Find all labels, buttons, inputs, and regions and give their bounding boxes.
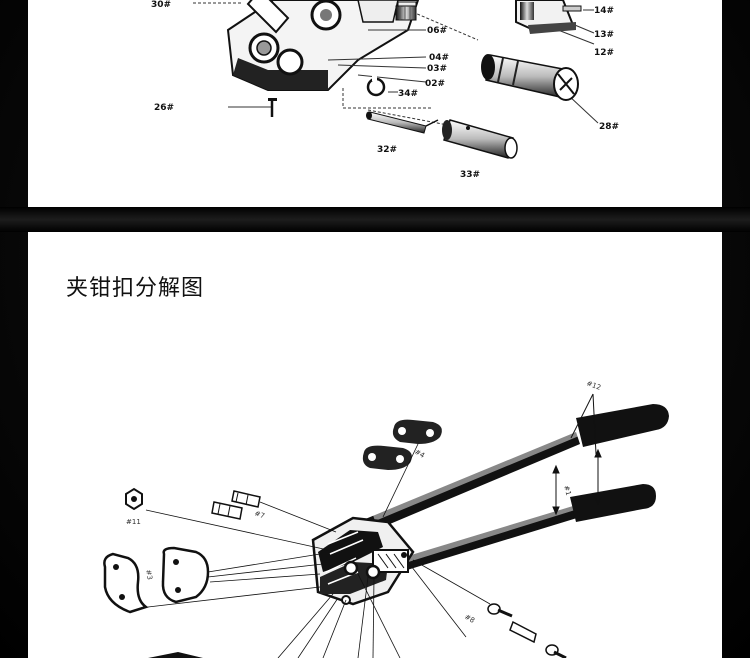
screws-8 (487, 603, 567, 658)
label-28: 28# (599, 122, 619, 132)
exploded-diagram-bottom: 夹钳扣分解图 (28, 232, 722, 658)
pins-7 (211, 490, 261, 520)
label-06: 06# (427, 26, 447, 36)
dimension-arrows (552, 393, 602, 516)
label-34: 34# (398, 89, 418, 99)
sleeve-33 (442, 119, 518, 159)
label-30: 30# (151, 0, 171, 10)
label-03: 03# (427, 64, 447, 74)
spring-06 (395, 5, 417, 21)
exploded-diagram-top: 30# 06# 04# 03# 02# 34# 26# 32# 33# 14# … (28, 0, 722, 207)
crimper-head (311, 516, 415, 606)
nut-11 (125, 487, 143, 511)
link-plates (362, 419, 442, 470)
partial-part (148, 652, 203, 658)
panel-divider (0, 207, 750, 232)
pin-32 (366, 111, 439, 134)
label-12: 12# (594, 48, 614, 58)
label-3: #3 (144, 569, 154, 581)
handle-lower (388, 484, 656, 574)
label-4: #4 (413, 448, 426, 460)
label-12: #12 (585, 379, 602, 392)
screw-26 (268, 98, 277, 117)
handle-upper (358, 404, 669, 534)
label-32: 32# (377, 145, 397, 155)
label-7: #7 (253, 509, 265, 520)
label-02: 02# (425, 79, 445, 89)
label-11: #11 (126, 518, 141, 526)
section-title: 夹钳扣分解图 (66, 276, 205, 301)
top-diagram-svg: 30# 06# 04# 03# 02# 34# 26# 32# 33# 14# … (151, 0, 619, 180)
label-26: 26# (154, 103, 174, 113)
body-casting (226, 0, 420, 91)
leader-lines-bottom (145, 443, 491, 658)
cutter-assembly (515, 0, 582, 34)
crimper-diagram-svg: #12 #1 #4 #11 #7 #3 #8 (103, 379, 669, 658)
label-04: 04# (429, 53, 449, 63)
label-14: 14# (594, 6, 614, 16)
label-33: 33# (460, 170, 480, 180)
roller-28 (481, 54, 579, 101)
ring-34 (366, 76, 386, 97)
label-1: #1 (562, 484, 572, 496)
label-8: #8 (463, 613, 476, 625)
label-13: 13# (594, 30, 614, 40)
jaw-plates (103, 546, 210, 614)
